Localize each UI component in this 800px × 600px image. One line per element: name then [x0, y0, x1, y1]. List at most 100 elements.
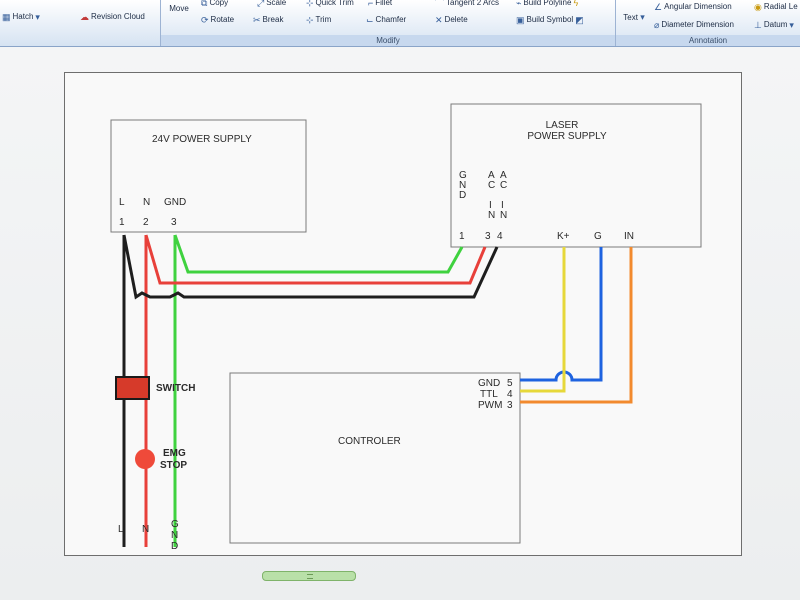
rotate-button[interactable]: ⟳ Rotate	[201, 15, 235, 25]
move-button[interactable]: Move	[169, 4, 189, 13]
laser-ac1-letter: N	[488, 210, 495, 221]
laser-pin-label: 3	[485, 231, 491, 242]
wire-orange	[520, 247, 633, 404]
horizontal-scrollbar[interactable]	[262, 571, 356, 581]
chevron-down-icon: ▾	[789, 20, 794, 30]
quick-trim-button[interactable]: ⊹ Quick Trim	[306, 0, 354, 8]
wire-ground	[173, 234, 464, 547]
chamfer-button[interactable]: ⌙ Chamfer	[366, 15, 407, 25]
angular-dimension-icon: ∠	[654, 2, 663, 12]
diameter-dimension-button[interactable]: ⌀ Diameter Dimension	[654, 20, 734, 30]
controller-box	[229, 372, 521, 544]
revision-cloud-button[interactable]: ☁ Revision Cloud	[80, 12, 145, 22]
scale-icon: ⤢	[257, 0, 265, 8]
copy-icon: ⧉	[201, 0, 208, 8]
bottom-label: L	[118, 524, 124, 535]
diameter-dimension-icon: ⌀	[654, 20, 660, 30]
build-symbol-button[interactable]: ▣ Build Symbol ◩	[516, 15, 584, 25]
controller-pin-number: 3	[507, 400, 513, 411]
switch-label: SWITCH	[156, 383, 195, 394]
trim-icon: ⊹	[306, 15, 314, 25]
lightning-icon: ϟ	[573, 0, 579, 8]
laser-gnd-letter: N	[459, 180, 466, 191]
laser-pin-label: IN	[624, 231, 634, 242]
controller-pin-number: 4	[507, 389, 513, 400]
wire-yellow	[520, 247, 566, 393]
break-button[interactable]: ✂ Break	[253, 15, 284, 25]
laser-ac2-letter: I	[501, 200, 504, 211]
datum-button[interactable]: ⊥ Datum ▾	[754, 20, 794, 30]
bottom-gnd-letter: D	[171, 541, 178, 552]
build-polyline-icon: ⌁	[516, 0, 522, 8]
annotation-group-label: Annotation	[616, 35, 800, 46]
text-button[interactable]: Text ▾	[623, 12, 645, 22]
psu24-pin-number: 2	[143, 217, 149, 228]
ribbon-separator	[160, 0, 161, 46]
trim-button[interactable]: ⊹ Trim	[306, 15, 332, 25]
scale-button[interactable]: ⤢ Scale	[257, 0, 287, 8]
radial-button[interactable]: ◉ Radial Le	[754, 2, 798, 12]
laser-ac2-letter: C	[500, 180, 507, 191]
ribbon-separator	[615, 0, 616, 46]
laser-ac2-letter: N	[500, 210, 507, 221]
fillet-icon: ⌐	[368, 0, 374, 8]
revision-cloud-icon: ☁	[80, 12, 89, 22]
laser-pin-label: 4	[497, 231, 503, 242]
bottom-gnd-letter: G	[171, 519, 179, 530]
tangent-2-arcs-button[interactable]: ⌒ Tangent 2 Arcs	[435, 0, 499, 8]
datum-icon: ⊥	[754, 20, 762, 30]
draw-group: ▦ Hatch ▾ ☁ Revision Cloud	[0, 0, 160, 46]
laser-ac2-letter: A	[500, 170, 507, 181]
controller-pin-name: PWM	[478, 400, 502, 411]
laser-psu-title-line1: LASER	[546, 120, 579, 131]
chamfer-icon: ⌙	[366, 15, 374, 25]
psu24-pin-label: GND	[164, 197, 186, 208]
psu24-pin-label: N	[143, 197, 150, 208]
psu24-title: 24V POWER SUPPLY	[152, 134, 252, 145]
break-icon: ✂	[253, 15, 261, 25]
build-polyline-button[interactable]: ⌁ Build Polyline ϟ	[516, 0, 579, 8]
laser-ac1-letter: C	[488, 180, 495, 191]
controller-pin-number: 5	[507, 378, 513, 389]
emg-label: STOP	[160, 460, 187, 471]
controller-title: CONTROLER	[338, 436, 401, 447]
psu24-pin-number: 3	[171, 217, 177, 228]
annotation-group: Text ▾ ∠ Angular Dimension ⌀ Diameter Di…	[616, 0, 800, 46]
drawing-canvas[interactable]: 24V POWER SUPPLY L N GND 1 2 3 LASER POW…	[0, 47, 800, 600]
wiring-diagram: 24V POWER SUPPLY L N GND 1 2 3 LASER POW…	[110, 103, 702, 552]
build-symbol-icon: ▣	[516, 15, 525, 25]
copy-button[interactable]: ⧉ Copy	[201, 0, 229, 8]
symbol-edit-icon: ◩	[575, 15, 584, 25]
laser-ac1-letter: A	[488, 170, 495, 181]
bottom-label: N	[142, 524, 149, 535]
drawing-sheet	[64, 72, 742, 556]
radial-icon: ◉	[754, 2, 762, 12]
modify-group-label: Modify	[161, 35, 615, 46]
fillet-button[interactable]: ⌐ Fillet	[368, 0, 393, 8]
laser-pin-label: K+	[557, 231, 570, 242]
laser-ac1-letter: I	[489, 200, 492, 211]
emg-stop-symbol	[135, 449, 155, 469]
emg-label: EMG	[163, 448, 186, 459]
chevron-down-icon: ▾	[640, 12, 645, 22]
wire-blue	[520, 247, 603, 382]
hatch-icon: ▦	[2, 12, 11, 22]
laser-gnd-letter: D	[459, 190, 466, 201]
psu24-box	[110, 119, 307, 233]
psu24-pin-number: 1	[119, 217, 125, 228]
laser-gnd-letter: G	[459, 170, 467, 181]
angular-dimension-button[interactable]: ∠ Angular Dimension	[654, 2, 732, 12]
switch-symbol	[115, 376, 150, 400]
hatch-button[interactable]: ▦ Hatch ▾	[2, 12, 40, 22]
controller-pin-name: TTL	[480, 389, 498, 400]
laser-pin-label: 1	[459, 231, 465, 242]
tangent-arcs-icon: ⌒	[435, 0, 445, 8]
delete-icon: ✕	[435, 15, 443, 25]
ribbon-toolbar: ▦ Hatch ▾ ☁ Revision Cloud Move ⧉ Copy ⟳…	[0, 0, 800, 47]
delete-button[interactable]: ✕ Delete	[435, 15, 468, 25]
bottom-gnd-letter: N	[171, 530, 178, 541]
scroll-grip-icon	[307, 574, 313, 579]
quick-trim-icon: ⊹	[306, 0, 314, 8]
chevron-down-icon: ▾	[35, 12, 40, 22]
laser-psu-title-line2: POWER SUPPLY	[527, 131, 607, 142]
